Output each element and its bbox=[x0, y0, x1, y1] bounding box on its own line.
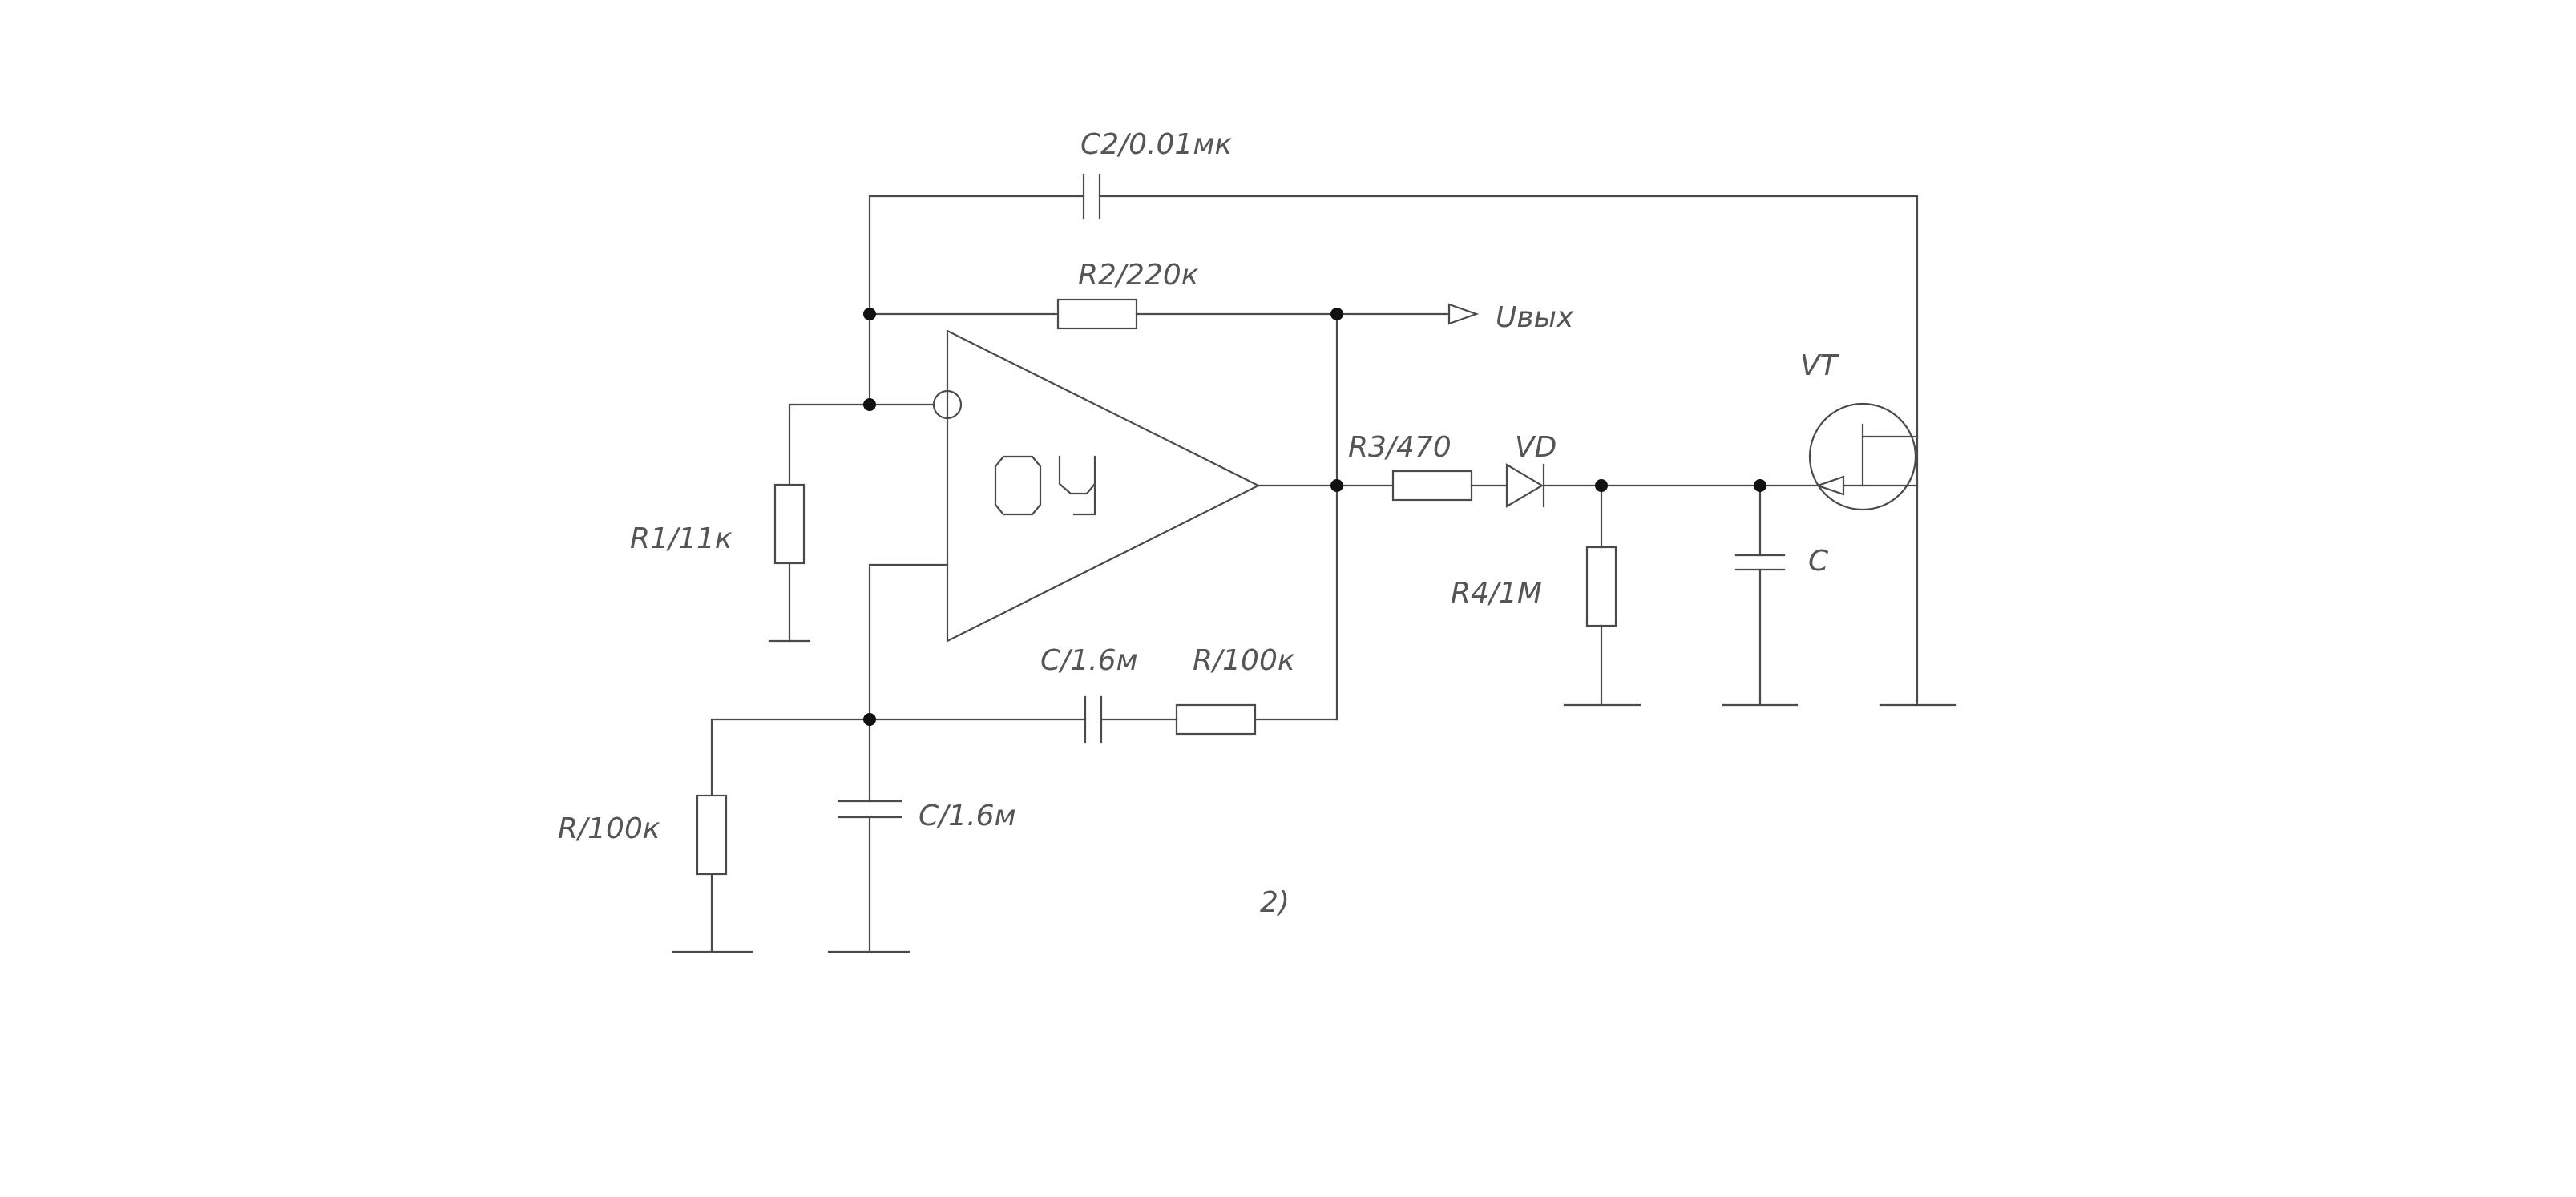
r4-resistor bbox=[1563, 484, 1641, 707]
junction-dots bbox=[863, 308, 1766, 726]
r-shunt-label: R/100к bbox=[558, 812, 660, 845]
junction-dot bbox=[863, 713, 876, 726]
junction-dot bbox=[1330, 308, 1343, 320]
junction-dot bbox=[863, 398, 876, 411]
r2-label: R2/220к bbox=[1078, 259, 1199, 292]
c2-label: C2/0.01мк bbox=[1080, 128, 1232, 161]
c-shunt-capacitor bbox=[827, 718, 910, 953]
r-series-resistor bbox=[1175, 703, 1338, 736]
vt-transistor bbox=[1758, 402, 1919, 511]
r-shunt-resistor bbox=[672, 718, 871, 953]
opamp-symbol bbox=[932, 329, 1338, 643]
r1-label: R1/11к bbox=[630, 522, 733, 555]
r3-resistor bbox=[1335, 470, 1508, 502]
r-series-label: R/100к bbox=[1193, 644, 1295, 677]
c-shunt-label: C/1.6м bbox=[919, 800, 1016, 832]
inverting-input-wiring bbox=[768, 312, 935, 643]
vt-label: VT bbox=[1800, 349, 1840, 382]
output-arrow bbox=[1335, 303, 1480, 325]
noninverting-input-wiring bbox=[868, 563, 949, 721]
junction-dot bbox=[863, 308, 876, 320]
figure-caption: 2) bbox=[1260, 886, 1290, 919]
c-series-label: C/1.6м bbox=[1040, 644, 1138, 677]
c-right-capacitor bbox=[1600, 484, 1799, 707]
vd-diode bbox=[1505, 463, 1603, 508]
junction-dot bbox=[1330, 479, 1343, 492]
uout-label: Uвых bbox=[1496, 301, 1574, 334]
c2-feedback-branch bbox=[868, 173, 1919, 707]
r3-label: R3/470 bbox=[1348, 431, 1452, 464]
opamp-label-glyph bbox=[994, 455, 1096, 516]
junction-dot bbox=[1754, 479, 1766, 492]
c-series-capacitor bbox=[868, 695, 1178, 744]
vd-label: VD bbox=[1515, 431, 1557, 464]
r4-label: R4/1M bbox=[1451, 577, 1542, 610]
junction-dot bbox=[1595, 479, 1608, 492]
c-right-label: C bbox=[1808, 545, 1829, 578]
r2-feedback-resistor bbox=[868, 298, 1338, 330]
